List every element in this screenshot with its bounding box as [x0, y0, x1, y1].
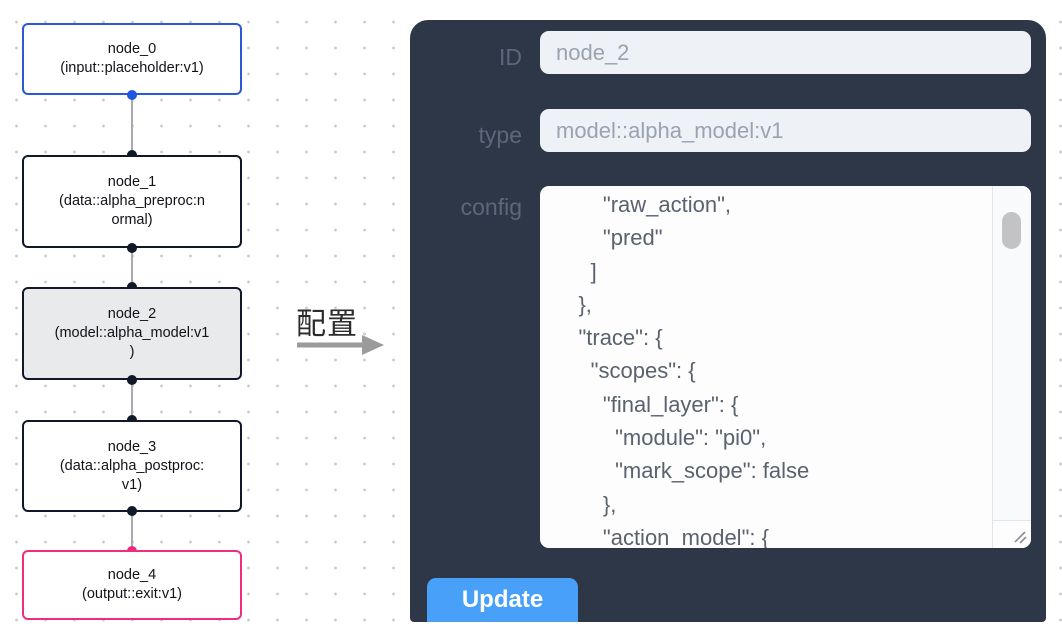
resize-handle-icon — [1014, 531, 1027, 544]
edge-node0-node1 — [131, 95, 133, 155]
edge-node3-node4 — [131, 512, 133, 551]
id-field-label: ID — [499, 44, 522, 70]
port-node2-out[interactable] — [127, 375, 137, 385]
config-textarea[interactable]: "raw_action", "pred" ] }, "trace": { "sc… — [540, 186, 1031, 548]
transfer-annotation-label: 配置 — [296, 308, 358, 341]
graph-node-node_4[interactable]: node_4 (output::exit:v1) — [22, 550, 242, 620]
id-input[interactable] — [540, 31, 1031, 74]
edge-node2-node3 — [131, 380, 133, 420]
config-scrollbar-track[interactable] — [992, 186, 1031, 520]
transfer-arrow-icon — [297, 335, 384, 355]
graph-node-node_1[interactable]: node_1 (data::alpha_preproc:n ormal) — [22, 155, 242, 248]
type-field-label: type — [478, 122, 522, 148]
graph-node-node_3[interactable]: node_3 (data::alpha_postproc: v1) — [22, 420, 242, 512]
node-config-panel: ID type config "raw_action", "pred" ] },… — [410, 20, 1046, 622]
graph-canvas[interactable]: node_0 (input::placeholder:v1) node_1 (d… — [0, 0, 410, 643]
config-field-label: config — [460, 194, 522, 220]
edge-node1-node2 — [131, 248, 133, 287]
port-node3-out[interactable] — [127, 506, 137, 516]
port-node0-out[interactable] — [127, 90, 137, 100]
type-input[interactable] — [540, 109, 1031, 152]
graph-node-node_0[interactable]: node_0 (input::placeholder:v1) — [22, 23, 242, 95]
port-node1-out[interactable] — [127, 243, 137, 253]
update-button[interactable]: Update — [427, 578, 578, 622]
config-scrollbar-thumb[interactable] — [1002, 212, 1021, 249]
graph-node-node_2[interactable]: node_2 (model::alpha_model:v1 ) — [22, 287, 242, 380]
config-json-text: "raw_action", "pred" ] }, "trace": { "sc… — [578, 192, 810, 548]
config-resize-handle[interactable] — [992, 520, 1031, 548]
